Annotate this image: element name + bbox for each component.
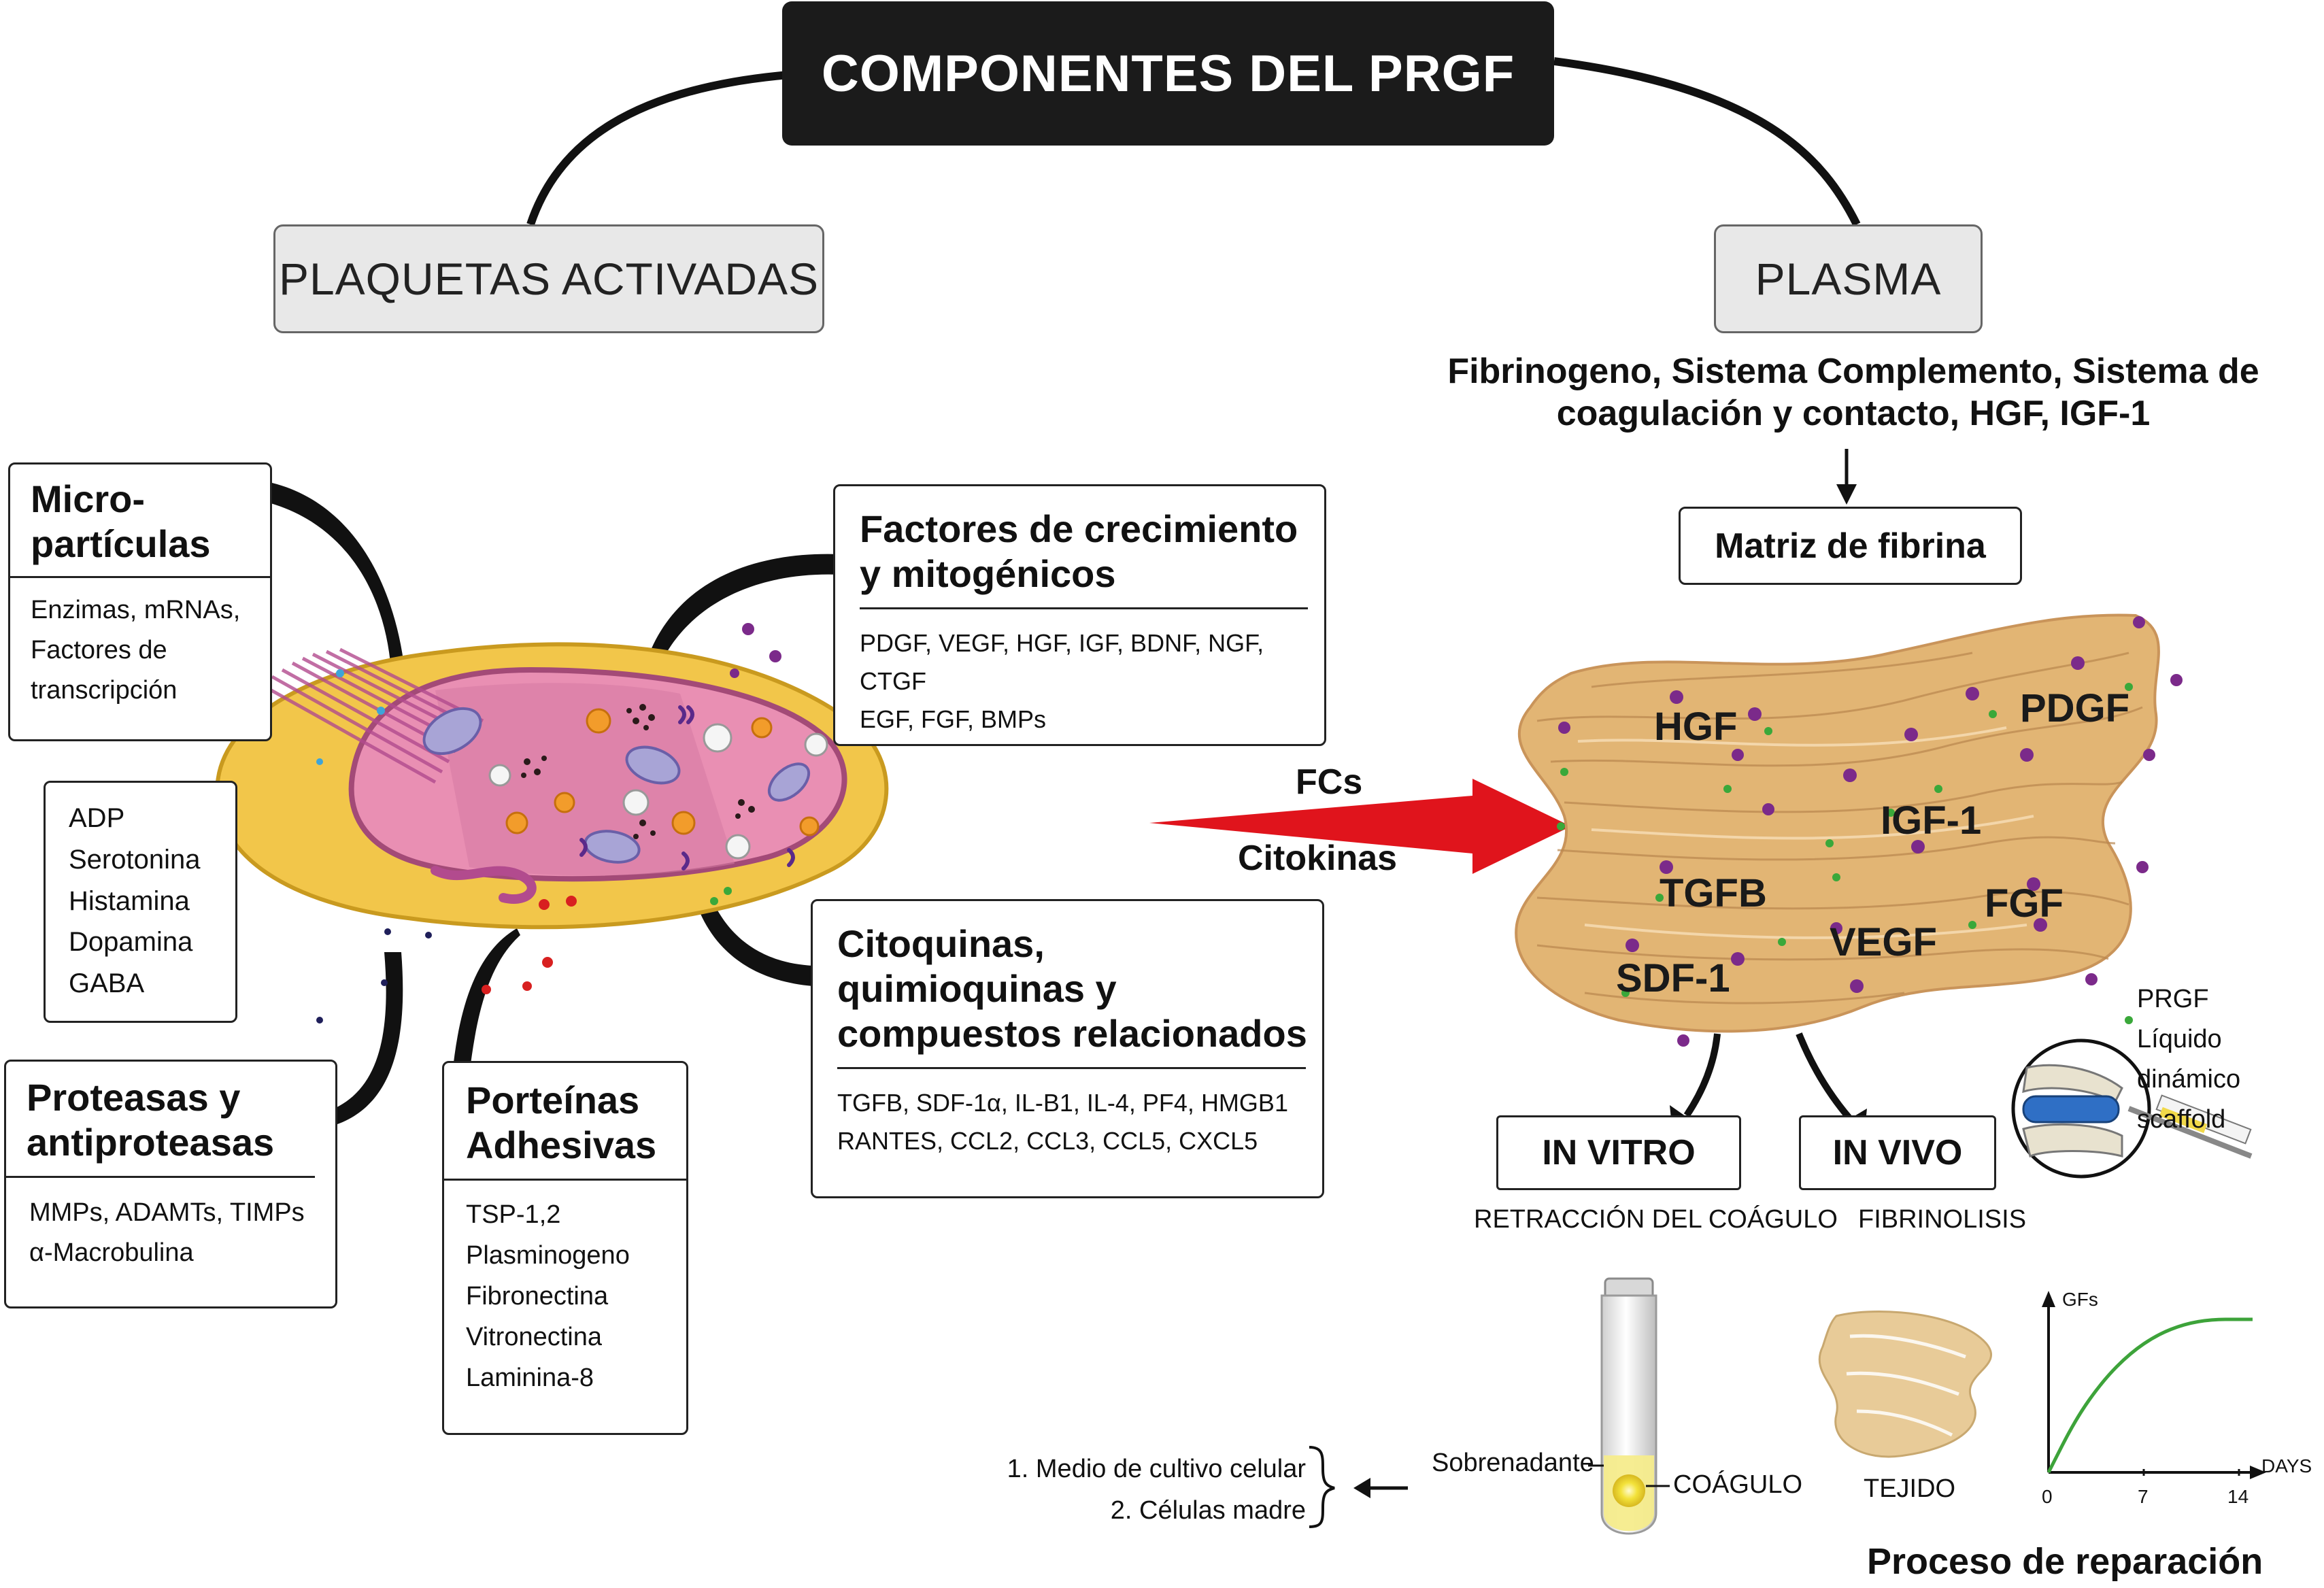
prgf-note-line: scaffold (2137, 1104, 2226, 1134)
adhesivas-title-2: Adhesivas (466, 1124, 657, 1167)
molecule-item: ADP (69, 803, 125, 833)
fibrin-matrix-illustration (1515, 613, 2183, 1065)
molecule-item: Histamina (69, 885, 190, 916)
red-arrow (1149, 779, 1571, 874)
pointer-microparticulas (271, 483, 405, 670)
adhesivas-item: Vitronectina (466, 1323, 602, 1352)
tube-label-sobrenadante: Sobrenadante (1432, 1449, 1594, 1477)
prgf-note-line: PRGF (2137, 985, 2209, 1013)
microparticulas-item: Enzimas, mRNAs, (31, 596, 241, 625)
connector-right (1553, 57, 1861, 226)
proteasas-item: MMPs, ADAMTs, TIMPs (29, 1198, 305, 1228)
box-in-vivo: IN VIVO (1799, 1115, 1996, 1190)
pointer-adhesivas (452, 928, 520, 1075)
plasma-components-line-2: coagulación y contacto, HGF, IGF-1 (1556, 394, 2151, 434)
test-tube-illustration (1588, 1277, 1670, 1535)
factores-title-1: Factores de crecimiento (860, 507, 1298, 550)
arrow-label-fcs: FCs (1296, 762, 1363, 802)
tissue-illustration (1818, 1311, 1992, 1458)
repair-title: Proceso de reparación (1867, 1541, 2263, 1582)
molecule-item: Serotonina (69, 844, 201, 875)
box-factores: Factores de crecimiento y mitogénicos PD… (833, 484, 1326, 746)
box-citoquinas: Citoquinas, quimioquinas y compuestos re… (811, 899, 1324, 1198)
molecule-item: GABA (69, 968, 145, 999)
pointer-factores (643, 554, 840, 673)
microparticulas-item: Factores de (31, 636, 167, 665)
chart-tick-0: 0 (2042, 1486, 2053, 1507)
adhesivas-item: Plasminogeno (466, 1241, 630, 1270)
gf-label-sdf1: SDF-1 (1616, 956, 1730, 1000)
proteasas-title-2: antiproteasas (27, 1121, 275, 1164)
gf-label-igf1: IGF-1 (1881, 798, 1982, 843)
citoquinas-item: RANTES, CCL2, CCL3, CCL5, CXCL5 (837, 1127, 1258, 1155)
branch-plasma: PLASMA (1714, 224, 1983, 333)
box-in-vitro: IN VITRO (1496, 1115, 1741, 1190)
in-vitro-label: IN VITRO (1542, 1133, 1696, 1172)
factores-item: EGF, FGF, BMPs (860, 705, 1047, 733)
microparticulas-title-1: Micro- (31, 477, 145, 520)
divider (444, 1179, 686, 1181)
page-title: COMPONENTES DEL PRGF (821, 44, 1515, 103)
divider (6, 1176, 315, 1179)
citoquinas-title-3: compuestos relacionados (837, 1012, 1307, 1055)
chart-ylabel: GFs (2062, 1289, 2098, 1310)
gf-label-tgfb: TGFB (1660, 871, 1767, 915)
connector-left (526, 71, 790, 226)
proteasas-item: α-Macrobulina (29, 1238, 194, 1268)
adhesivas-title-1: Porteínas (466, 1079, 640, 1121)
gf-label-pdgf: PDGF (2020, 686, 2130, 730)
citoquinas-item: TGFB, SDF-1α, IL-B1, IL-4, PF4, HMGB1 (837, 1089, 1288, 1117)
prgf-note: PRGF Líquido dinámico scaffold (2137, 979, 2324, 1140)
in-vitro-caption: RETRACCIÓN DEL COÁGULO (1474, 1205, 1838, 1234)
repair-chart (2042, 1291, 2266, 1479)
branch-plaquetas: PLAQUETAS ACTIVADAS (273, 224, 824, 333)
gf-label-fgf: FGF (1985, 881, 2064, 926)
citoquinas-title-1: Citoquinas, (837, 922, 1045, 965)
chart-tick-14: 14 (2227, 1486, 2249, 1507)
title-banner: COMPONENTES DEL PRGF (782, 1, 1554, 146)
knee-injection-illustration (2011, 1038, 2253, 1179)
divider (10, 576, 270, 579)
tube-label-coagulo: COÁGULO (1673, 1470, 1803, 1499)
divider (837, 1067, 1306, 1070)
citoquinas-title-2: quimioquinas y (837, 967, 1117, 1011)
box-small-molecules: ADP Serotonina Histamina Dopamina GABA (44, 781, 237, 1023)
gf-label-vegf: VEGF (1830, 920, 1937, 964)
prgf-note-line: Líquido dinámico (2137, 1024, 2241, 1094)
fibrin-matrix-label: Matriz de fibrina (1715, 526, 1986, 566)
use-item: 2. Células madre (1110, 1496, 1306, 1525)
divider (860, 607, 1308, 610)
box-adhesivas: Porteínas Adhesivas TSP-1,2 Plasminogeno… (442, 1061, 688, 1435)
growth-curve-line (2047, 1317, 2253, 1474)
adhesivas-item: TSP-1,2 (466, 1200, 561, 1230)
chart-xlabel: DAYS (2261, 1455, 2312, 1476)
activated-platelet-illustration (215, 623, 889, 1024)
in-vivo-label: IN VIVO (1832, 1133, 1963, 1172)
factores-title-2: y mitogénicos (860, 552, 1116, 596)
gf-label-hgf: HGF (1654, 705, 1738, 749)
plasma-components-line-1: Fibrinogeno, Sistema Complemento, Sistem… (1447, 352, 2259, 391)
factores-item: PDGF, VEGF, HGF, IGF, BDNF, NGF, CTGF (860, 629, 1264, 695)
uses-list: 1. Medio de cultivo celular 2. Células m… (1007, 1449, 1306, 1532)
tissue-label: TEJIDO (1864, 1474, 1956, 1503)
in-vivo-caption: FIBRINOLISIS (1858, 1205, 2027, 1234)
chart-tick-7: 7 (2138, 1486, 2149, 1507)
arrow-label-citokinas: Citokinas (1238, 839, 1398, 878)
microparticulas-item: transcripción (31, 675, 178, 705)
box-microparticulas: Micro- partículas Enzimas, mRNAs, Factor… (8, 462, 272, 741)
pointer-proteasas (313, 952, 403, 1129)
plasma-components: Fibrinogeno, Sistema Complemento, Sistem… (1387, 350, 2319, 435)
microparticulas-title-2: partículas (31, 522, 211, 566)
adhesivas-item: Fibronectina (466, 1282, 609, 1311)
proteasas-title-1: Proteasas y (27, 1076, 241, 1119)
use-item: 1. Medio de cultivo celular (1007, 1455, 1306, 1483)
molecule-item: Dopamina (69, 927, 193, 958)
fibrin-matrix-box: Matriz de fibrina (1679, 507, 2022, 585)
box-proteasas: Proteasas y antiproteasas MMPs, ADAMTs, … (4, 1060, 337, 1308)
adhesivas-item: Laminina-8 (466, 1364, 594, 1393)
